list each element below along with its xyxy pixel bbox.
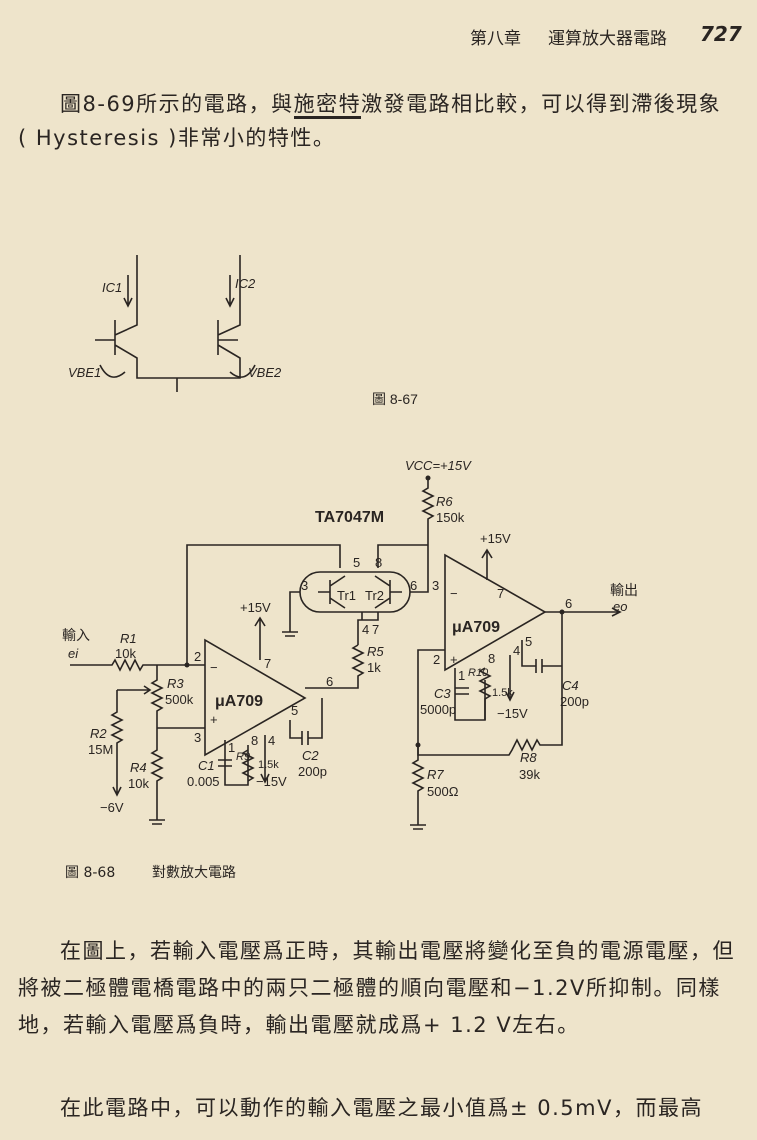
- plus-sign: +: [210, 712, 218, 727]
- pin: 6: [410, 578, 417, 593]
- chapter-title: 運算放大器電路: [548, 29, 667, 49]
- r4-name: R4: [130, 760, 147, 775]
- c4-name: C4: [562, 678, 579, 693]
- pin: 5: [525, 634, 532, 649]
- label-vbe1: VBE1: [68, 365, 101, 380]
- c2-value: 200p: [298, 764, 327, 779]
- r9-name: R9: [236, 751, 250, 763]
- c1-value: 0.005: [187, 774, 220, 789]
- underlined-term: 施密特: [293, 92, 362, 119]
- supply-pos-2: +15V: [480, 531, 511, 546]
- tr1-label: Tr1: [337, 588, 356, 603]
- pin: 4: [268, 733, 275, 748]
- label-ic1: IC1: [102, 280, 122, 295]
- minus-sign: −: [210, 660, 218, 675]
- supply-pos-1: +15V: [240, 600, 271, 615]
- pin: 3: [301, 578, 308, 593]
- c2-name: C2: [302, 748, 319, 763]
- pin: 7: [497, 586, 504, 601]
- r9-value: 1.5k: [258, 759, 279, 771]
- pin: 1: [228, 740, 235, 755]
- r2-value: 15M: [88, 742, 113, 757]
- paragraph-1-line-1: 圖8-69所示的電路，與施密特激發電路相比較，可以得到滯後現象: [60, 88, 722, 119]
- figure-8-67-caption: 圖 8-67: [372, 391, 418, 407]
- output-label: 輸出: [610, 582, 638, 598]
- pin: 2: [433, 652, 440, 667]
- pin: 3: [432, 578, 439, 593]
- figure-8-68-caption-number: 圖 8-68: [65, 865, 116, 881]
- pin: 8: [488, 651, 495, 666]
- tr2-label: Tr2: [365, 588, 384, 603]
- opamp2-label: μA709: [452, 619, 500, 636]
- r5-value: 1k: [367, 660, 381, 675]
- input-symbol: ei: [68, 646, 79, 661]
- r4-value: 10k: [128, 776, 149, 791]
- r1-value: 10k: [115, 646, 136, 661]
- c3-name: C3: [434, 686, 451, 701]
- input-label: 輸入: [62, 627, 90, 643]
- label-vbe2: VBE2: [248, 365, 282, 380]
- pin: 8: [375, 555, 382, 570]
- ic-name: TA7047M: [315, 509, 384, 526]
- label-ic2: IC2: [235, 276, 256, 291]
- text: 激發電路相比較，可以得到滯後現象: [361, 92, 722, 116]
- c3-value: 5000p: [420, 702, 456, 717]
- minus-sign: −: [450, 586, 458, 601]
- pin: 7: [264, 656, 271, 671]
- paragraph-2-line-3: 地，若輸入電壓爲負時，輸出電壓就成爲+ 1.2 V左右。: [18, 1013, 580, 1037]
- paragraph-2-line-2: 將被二極體電橋電路中的兩只二極體的順向電壓和−1.2V所抑制。同樣: [18, 976, 721, 1000]
- pin: 5: [353, 555, 360, 570]
- pin: 1: [458, 668, 465, 683]
- text: 圖8-69所示的電路，與: [60, 92, 294, 116]
- pin: 3: [194, 730, 201, 745]
- chapter-label: 第八章: [470, 29, 521, 49]
- pin: 8: [251, 733, 258, 748]
- r2-name: R2: [90, 726, 107, 741]
- plus-sign: +: [450, 652, 458, 667]
- output-symbol: eo: [613, 599, 627, 614]
- pin: 6: [565, 596, 572, 611]
- pin: 7: [372, 622, 379, 637]
- paragraph-2-line-1: 在圖上，若輸入電壓爲正時，其輸出電壓將變化至負的電源電壓，但: [60, 939, 735, 963]
- r8-name: R8: [520, 750, 537, 765]
- opamp1-label: μA709: [215, 693, 263, 710]
- r6-value: 150k: [436, 510, 465, 525]
- r8-value: 39k: [519, 767, 540, 782]
- pin: 5: [291, 703, 298, 718]
- figure-8-67-diagram: IC1 IC2 VBE1 VBE2 圖 8-67: [68, 255, 418, 407]
- page-number: 727: [700, 22, 742, 46]
- supply-neg-2: −15V: [497, 706, 528, 721]
- c4-value: 200p: [560, 694, 589, 709]
- r1-name: R1: [120, 631, 137, 646]
- c1-name: C1: [198, 758, 215, 773]
- supply-neg-1: −15V: [256, 774, 287, 789]
- figure-8-68-caption-title: 對數放大電路: [152, 865, 236, 881]
- figure-8-68-diagram: VCC=+15V TA7047M R6 150k Tr1 Tr2 5 8 3 6…: [62, 458, 638, 830]
- r7-name: R7: [427, 767, 444, 782]
- paragraph-1-line-2: ( Hysteresis )非常小的特性。: [18, 126, 336, 150]
- r10-value: 1.5k: [492, 687, 513, 699]
- paragraph-3-line-1: 在此電路中，可以動作的輸入電壓之最小值爲± 0.5mV，而最高: [60, 1096, 703, 1120]
- pin: 4: [362, 622, 369, 637]
- bias-label: −6V: [100, 800, 124, 815]
- pin: 4: [513, 643, 520, 658]
- vcc-label: VCC=+15V: [405, 458, 472, 473]
- r5-name: R5: [367, 644, 384, 659]
- r3-name: R3: [167, 676, 184, 691]
- pin: 2: [194, 649, 201, 664]
- pin: 6: [326, 674, 333, 689]
- r3-value: 500k: [165, 692, 194, 707]
- r10-name: R10: [468, 667, 489, 679]
- r7-value: 500Ω: [427, 784, 459, 799]
- r6-name: R6: [436, 494, 453, 509]
